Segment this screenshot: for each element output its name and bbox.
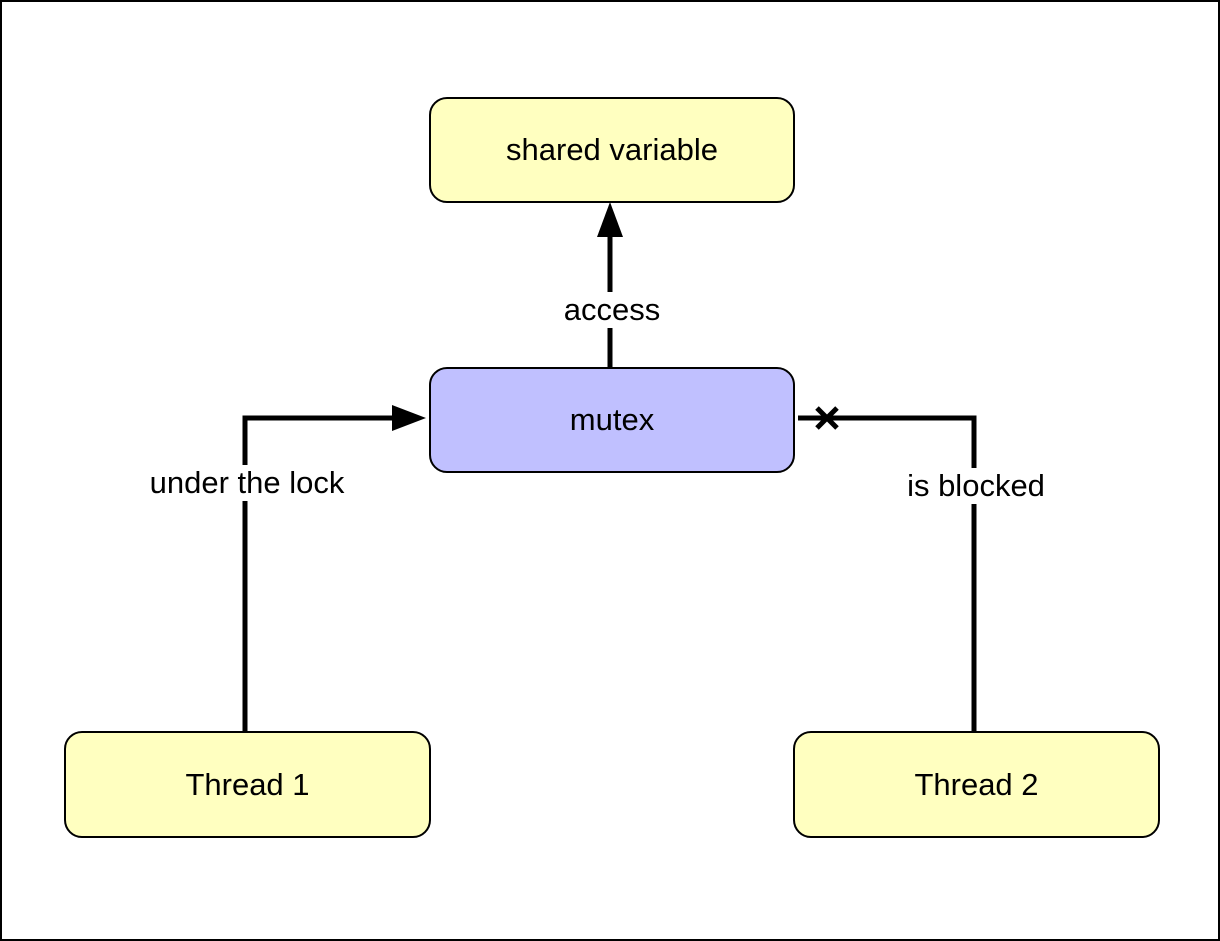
edge-label-under-the-lock: under the lock [147,465,347,501]
edge-label-access: access [561,292,663,328]
shared-variable-label: shared variable [506,132,718,167]
thread-2-node[interactable]: Thread 2 [793,731,1160,838]
edge-thread1-to-mutex [242,415,394,732]
thread-1-label: Thread 1 [185,766,310,802]
shared-variable-node[interactable]: shared variable [429,97,795,203]
thread-1-node[interactable]: Thread 1 [64,731,431,838]
arrowhead-icon [597,202,623,237]
x-cross-icon [815,406,839,430]
mutex-label: mutex [569,402,655,437]
arrowhead-icon [392,405,426,431]
thread-2-label: Thread 2 [914,766,1039,802]
mutex-node[interactable]: mutex [429,367,795,473]
edge-thread2-to-mutex [798,415,977,732]
edge-label-is-blocked: is blocked [905,468,1047,504]
